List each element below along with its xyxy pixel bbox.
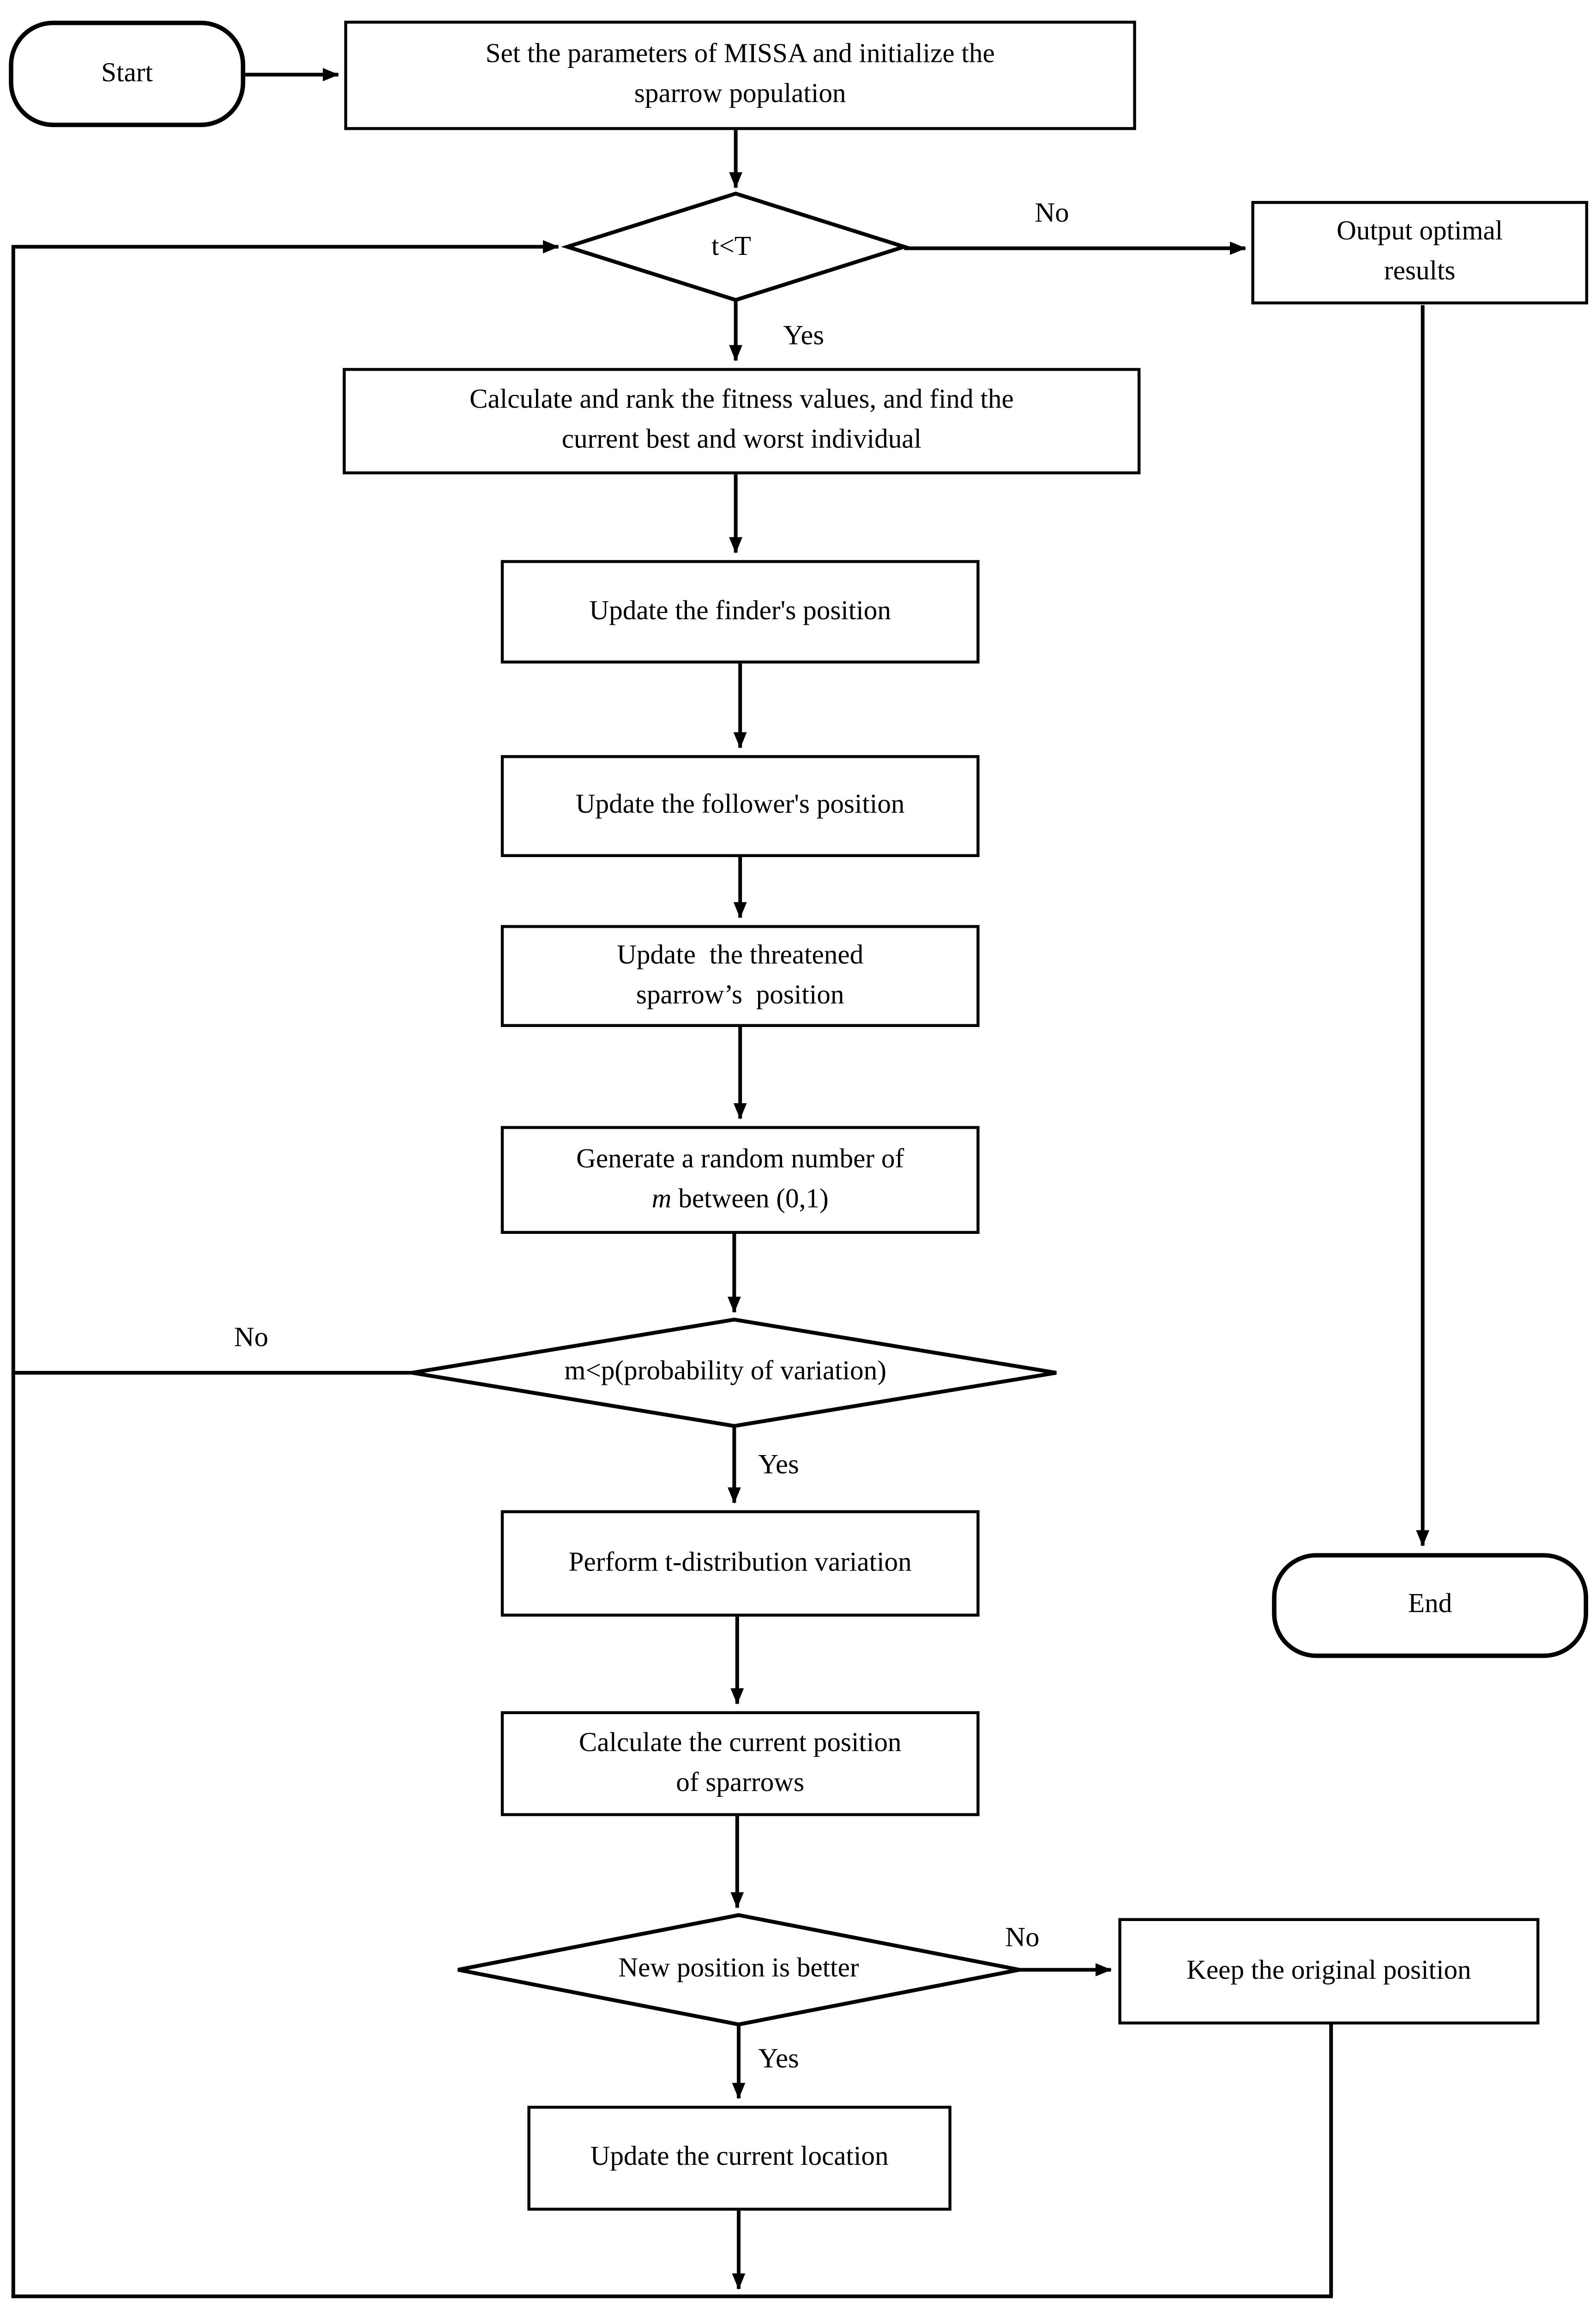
- finder-label: Update the finder's position: [589, 596, 891, 626]
- keep-step: Keep the original position: [1118, 1918, 1540, 2024]
- random-line1: Generate a random number of: [576, 1144, 904, 1174]
- variation-yes-label: Yes: [758, 1450, 799, 1481]
- rank-line2: current best and worst individual: [561, 425, 922, 455]
- init-line1: Set the parameters of MISSA and initiali…: [485, 40, 995, 70]
- rank-line1: Calculate and rank the fitness values, a…: [470, 386, 1014, 416]
- output-step: Output optimal results: [1251, 201, 1588, 305]
- random-line2-rest: between (0,1): [671, 1184, 829, 1214]
- iteration-decision-label: t<T: [711, 233, 751, 262]
- tdist-step: Perform t-distribution variation: [500, 1510, 980, 1617]
- follower-label: Update the follower's position: [575, 791, 905, 820]
- random-m-symbol: m: [651, 1184, 672, 1214]
- finder-step: Update the finder's position: [500, 560, 980, 664]
- iteration-no-label: No: [1035, 198, 1069, 229]
- tdist-label: Perform t-distribution variation: [568, 1548, 912, 1577]
- start-label: Start: [101, 58, 153, 88]
- variation-decision-label: m<p(probability of variation): [564, 1357, 886, 1387]
- random-step: Generate a random number of m between (0…: [500, 1126, 980, 1234]
- output-line1: Output optimal: [1337, 217, 1503, 247]
- follower-step: Update the follower's position: [500, 755, 980, 857]
- better-yes-label: Yes: [758, 2043, 799, 2075]
- keep-label: Keep the original position: [1186, 1956, 1471, 1986]
- start-terminator: Start: [9, 20, 246, 127]
- better-decision-shape: [458, 1913, 1020, 2027]
- threatened-step: Update the threatened sparrow’s position: [500, 925, 980, 1027]
- end-terminator: End: [1272, 1553, 1588, 1658]
- variation-no-label: No: [234, 1323, 269, 1354]
- calcpos-step: Calculate the current position of sparro…: [500, 1711, 980, 1816]
- rank-step: Calculate and rank the fitness values, a…: [343, 368, 1141, 475]
- threatened-line2: sparrow’s position: [636, 980, 844, 1010]
- random-line2: m between (0,1): [652, 1180, 829, 1220]
- calcpos-line2: of sparrows: [676, 1768, 805, 1798]
- update-location-label: Update the current location: [590, 2143, 889, 2172]
- end-label: End: [1408, 1590, 1452, 1620]
- init-line2: sparrow population: [634, 79, 846, 109]
- variation-decision-shape: [412, 1317, 1057, 1428]
- better-decision-label: New position is better: [618, 1954, 859, 1984]
- init-step: Set the parameters of MISSA and initiali…: [344, 20, 1136, 130]
- output-line2: results: [1384, 257, 1456, 287]
- better-no-label: No: [1005, 1922, 1040, 1954]
- iteration-decision-shape: [560, 191, 911, 302]
- threatened-line1: Update the threatened: [617, 940, 864, 970]
- update-location-step: Update the current location: [527, 2106, 952, 2211]
- calcpos-line1: Calculate the current position: [578, 1728, 902, 1758]
- iteration-yes-label: Yes: [783, 320, 825, 352]
